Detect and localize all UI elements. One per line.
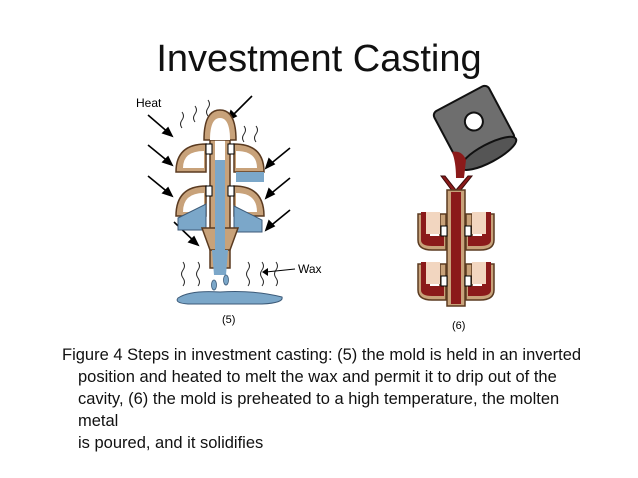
mold-shell-step6 (417, 175, 495, 307)
step6-diagram: (6) (417, 84, 518, 332)
wax-drips (211, 274, 229, 291)
heat-label: Heat (136, 96, 162, 110)
ladle (432, 84, 518, 171)
step6-label: (6) (452, 320, 465, 332)
heat-arrows-right (226, 95, 291, 232)
molten-metal-stream (452, 151, 466, 178)
wax-leader-line (265, 268, 296, 273)
wax-label: Wax (298, 262, 322, 276)
heat-waves (180, 99, 278, 287)
wax-puddle (176, 291, 283, 305)
mold-shell-step5 (175, 109, 265, 275)
slide-title: Investment Casting (156, 38, 482, 80)
step5-label: (5) (222, 314, 235, 326)
caption-line-1: Figure 4 Steps in investment casting: (5… (62, 346, 582, 364)
caption-line-4: is poured, and it solidifies (78, 434, 264, 452)
caption-line-3: cavity, (6) the mold is preheated to a h… (78, 390, 560, 430)
step5-diagram: Heat (136, 95, 322, 326)
wax-leader-arrow (262, 268, 268, 276)
figure-caption: Figure 4 Steps in investment casting: (5… (62, 344, 582, 454)
caption-line-2: position and heated to melt the wax and … (78, 368, 557, 386)
